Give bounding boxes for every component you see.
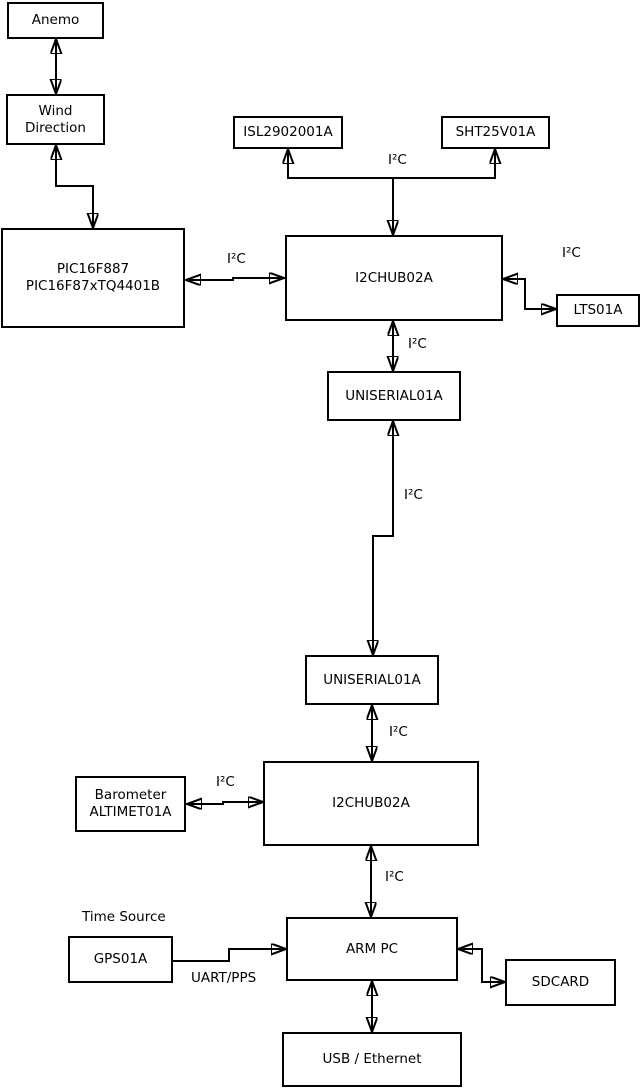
i2c-label-uniserial-link: I²C — [404, 487, 423, 503]
uniserial-top-label: UNISERIAL01A — [345, 387, 443, 404]
edge-winddirection-pic — [56, 145, 93, 228]
i2c-label-top-bus: I²C — [388, 152, 407, 168]
i2c-label-hub2-armpc: I²C — [385, 869, 404, 885]
uniserial-top-box: UNISERIAL01A — [327, 371, 461, 421]
arm-pc-box: ARM PC — [286, 917, 458, 981]
i2c-hub-top-label: I2CHUB02A — [355, 269, 433, 286]
sht-sensor-box: SHT25V01A — [441, 116, 550, 149]
edge-hub1-lts — [503, 279, 556, 309]
edge-armpc-sdcard — [458, 949, 505, 982]
i2c-label-hub-uniserial: I²C — [408, 336, 427, 352]
edge-uniserial1-uniserial2 — [373, 421, 393, 655]
i2c-label-barometer-hub2: I²C — [216, 774, 235, 790]
barometer-label-line1: Barometer — [94, 787, 167, 803]
uniserial-bottom-label: UNISERIAL01A — [323, 671, 421, 688]
edge-pic-hub1 — [186, 278, 284, 280]
i2c-hub-top-box: I2CHUB02A — [285, 235, 503, 321]
pic-label-line2: PIC16F87xTQ4401B — [25, 278, 161, 294]
barometer-label-line2: ALTIMET01A — [89, 804, 172, 820]
usb-ethernet-label: USB / Ethernet — [322, 1051, 422, 1067]
wind-direction-label-line2: Direction — [25, 119, 86, 136]
time-source-label: Time Source — [82, 909, 166, 925]
edge-barometer-hub2 — [187, 802, 263, 804]
i2c-label-pic-hub: I²C — [227, 251, 246, 267]
uart-pps-label: UART/PPS — [191, 970, 257, 986]
sdcard-box: SDCARD — [505, 959, 616, 1006]
anemometer-label: Anemo — [31, 12, 80, 28]
uniserial-bottom-box: UNISERIAL01A — [305, 655, 439, 705]
isl-sensor-label: ISL2902001A — [243, 124, 333, 140]
wind-direction-box: Wind Direction — [6, 94, 105, 145]
i2c-hub-bottom-box: I2CHUB02A — [263, 761, 479, 846]
i2c-hub-bottom-label: I2CHUB02A — [332, 795, 410, 811]
edge-gps-armpc — [173, 949, 286, 962]
arm-pc-label: ARM PC — [345, 940, 399, 957]
isl-sensor-box: ISL2902001A — [233, 116, 343, 149]
edge-hub1-sht — [393, 149, 495, 179]
lts-sensor-label: LTS01A — [573, 302, 623, 318]
i2c-label-hub-lts: I²C — [562, 245, 581, 261]
wind-direction-label-line1: Wind — [38, 102, 73, 119]
gps-box: GPS01A — [68, 936, 173, 983]
pic-label-line1: PIC16F887 — [56, 261, 130, 277]
gps-label: GPS01A — [93, 951, 148, 967]
sdcard-label: SDCARD — [531, 974, 590, 990]
usb-ethernet-box: USB / Ethernet — [282, 1032, 462, 1087]
pic-microcontroller-box: PIC16F887 PIC16F87xTQ4401B — [1, 228, 185, 328]
edge-hub1-isl — [288, 149, 393, 179]
sht-sensor-label: SHT25V01A — [455, 124, 536, 140]
lts-sensor-box: LTS01A — [556, 294, 640, 327]
anemometer-box: Anemo — [7, 2, 104, 39]
i2c-label-uniserial-hub2: I²C — [389, 724, 408, 740]
barometer-box: Barometer ALTIMET01A — [75, 776, 186, 832]
